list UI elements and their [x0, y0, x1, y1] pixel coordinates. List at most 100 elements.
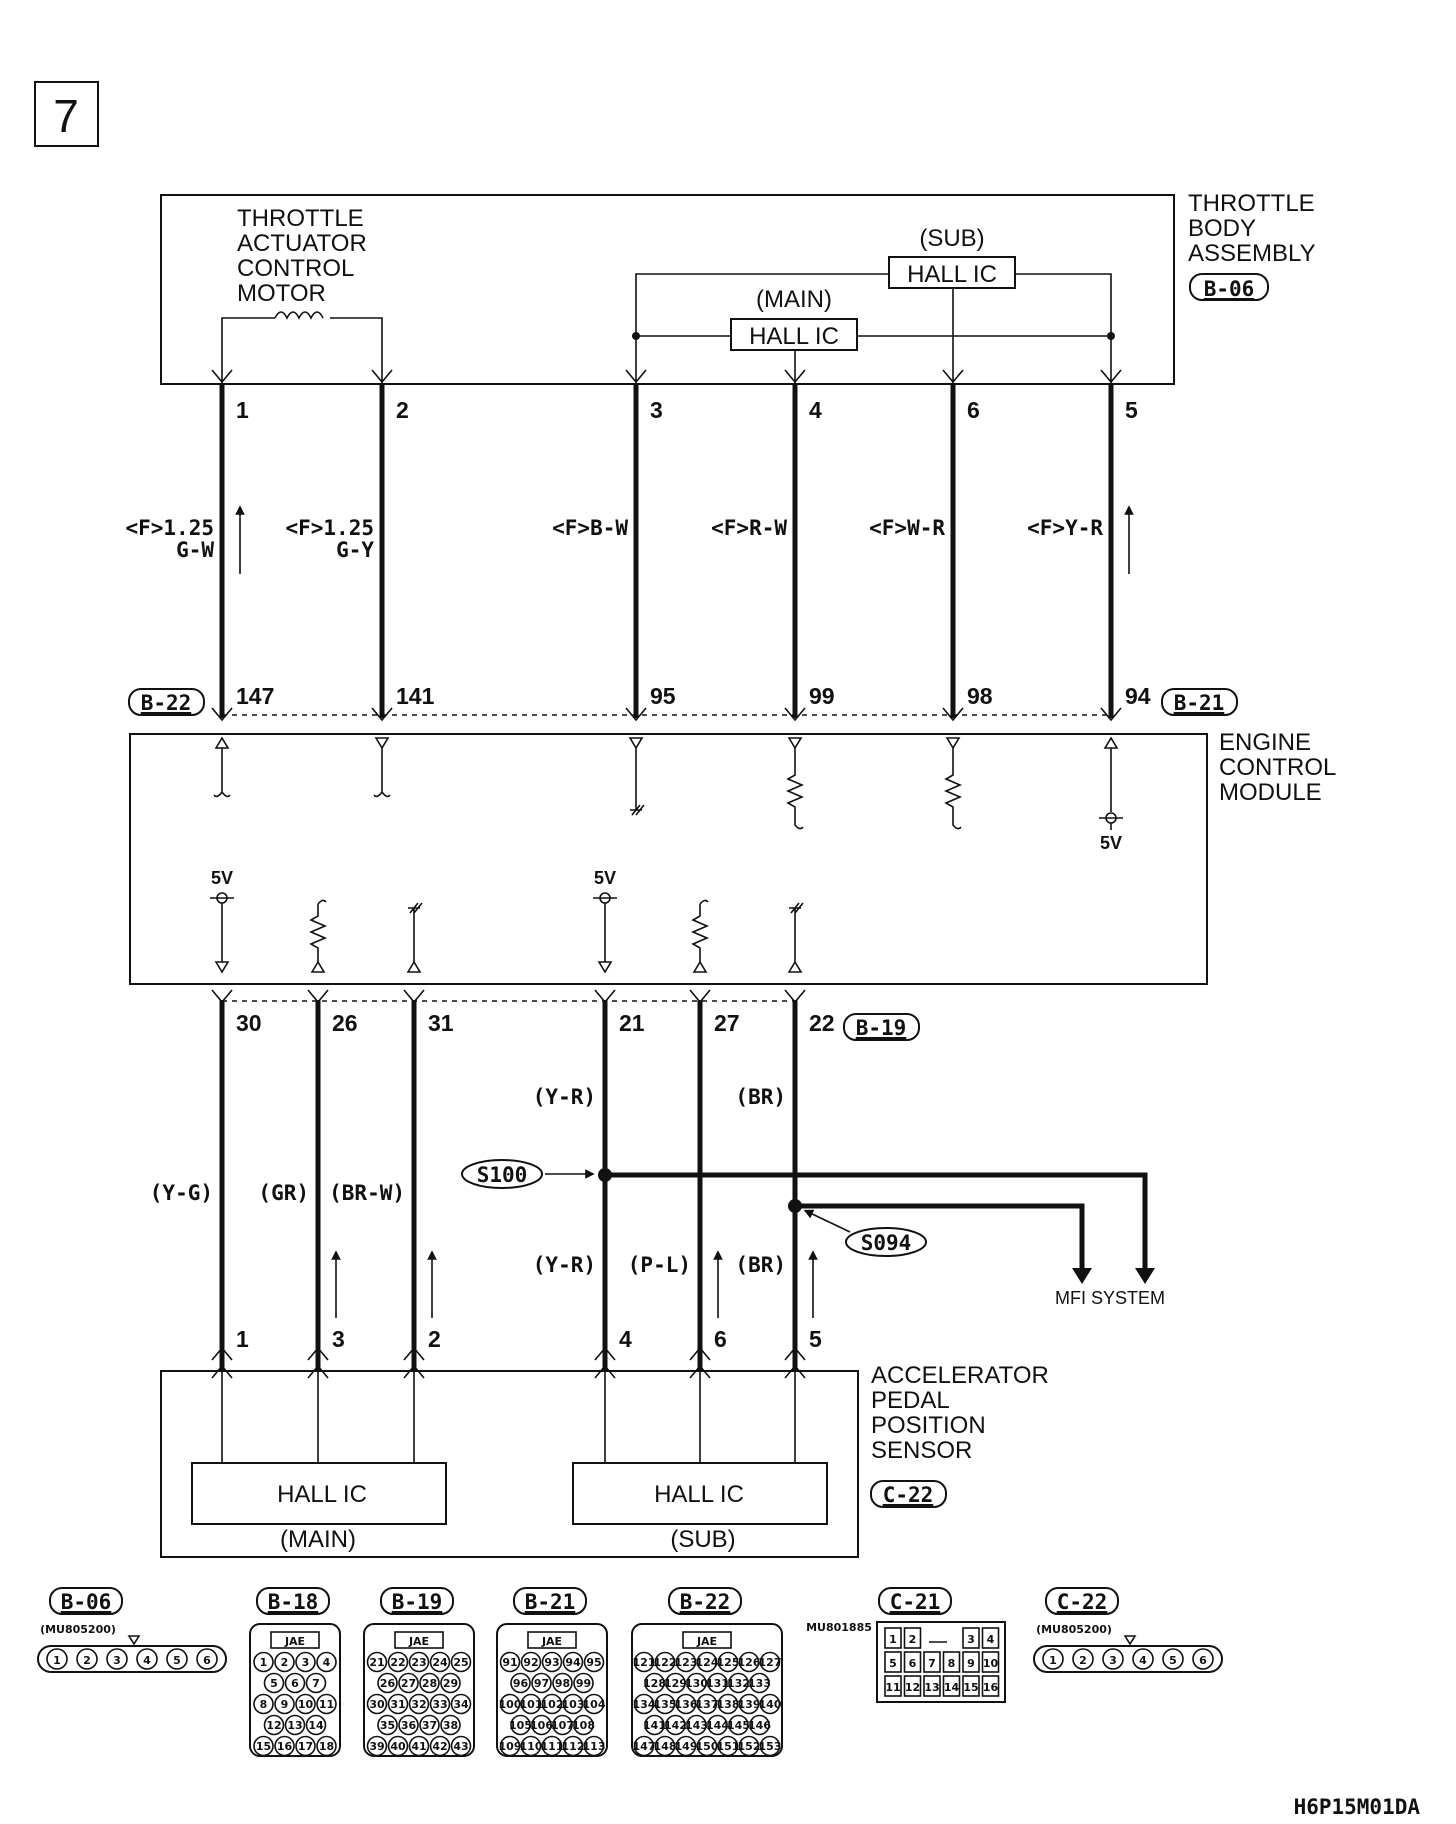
connector-pin	[274, 1735, 295, 1757]
connector-pin	[429, 1735, 451, 1757]
splice-s094-dot	[788, 1199, 802, 1213]
connector-pin	[46, 1648, 68, 1670]
pin-label: 43	[453, 1740, 468, 1753]
pin-label: 11	[319, 1698, 334, 1711]
pin-label: 149	[675, 1740, 698, 1753]
pin-label: 9	[967, 1657, 975, 1670]
pin-label: 2	[1079, 1654, 1087, 1667]
connector-pin	[196, 1648, 218, 1670]
pin-label: 10	[983, 1657, 999, 1670]
motor-coil-icon	[221, 311, 383, 384]
pin-label: 92	[523, 1656, 538, 1669]
wire-label-1a: <F>1.25	[125, 516, 214, 540]
pin-label: 97	[534, 1677, 549, 1690]
splice-s100-dot	[598, 1168, 612, 1182]
pin-label: 152	[738, 1740, 761, 1753]
pin-label: 26	[380, 1677, 396, 1690]
connector-pin	[531, 1672, 552, 1694]
connector-pin	[1132, 1648, 1154, 1670]
tb-pin-2: 2	[396, 397, 409, 423]
connector-pin	[253, 1651, 274, 1673]
pin-label: 16	[277, 1740, 293, 1753]
ecm-pin-98: 98	[967, 683, 993, 709]
connector-pin	[573, 1714, 594, 1736]
pin-label: 127	[759, 1656, 782, 1669]
pin-label: 16	[983, 1681, 999, 1694]
connector-pin	[510, 1714, 531, 1736]
svg-text:ACCELERATOR PEDAL: ACCELERATOR PEDAL POSITION SENSOR	[871, 1362, 1056, 1464]
pin-label: 106	[530, 1719, 553, 1732]
connector-pin	[387, 1735, 409, 1757]
pin-label: 11	[885, 1681, 900, 1694]
connector-name-c22-text: C-22	[1057, 1590, 1108, 1614]
pin-label: 123	[675, 1656, 698, 1669]
pin-label: 91	[502, 1656, 517, 1669]
connector-pin	[429, 1651, 451, 1673]
svg-text:THROTTLE ACTUATOR: THROTTLE ACTUATOR CONTROL MOTOR	[237, 205, 373, 307]
connector-pin	[552, 1714, 573, 1736]
pin-label: 25	[453, 1656, 468, 1669]
apps-label-line4: SENSOR	[871, 1437, 972, 1464]
connector-pin	[665, 1672, 686, 1694]
pin-label: 5	[1169, 1654, 1177, 1667]
connector-pin	[962, 1675, 980, 1697]
tb-pin-6: 6	[967, 397, 980, 423]
pin-label: 33	[432, 1698, 447, 1711]
connector-pin	[903, 1675, 922, 1697]
pin-label: 35	[380, 1719, 395, 1732]
pin-label: 143	[685, 1719, 708, 1732]
pin-label: 147	[633, 1740, 656, 1753]
pin-label: 32	[411, 1698, 426, 1711]
tb-pin-4: 4	[809, 397, 822, 423]
connector-pin	[295, 1735, 316, 1757]
throttle-hall-ic-main: (MAIN) HALL IC	[730, 286, 858, 351]
connector-pin	[295, 1651, 316, 1673]
pin-label: 138	[717, 1698, 740, 1711]
connector-pin	[738, 1693, 760, 1715]
apps-label-line1: ACCELERATOR	[871, 1362, 1049, 1389]
svg-text:S100: S100	[477, 1163, 528, 1187]
connector-pin	[1192, 1648, 1214, 1670]
pin-label: 129	[664, 1677, 687, 1690]
connector-pin	[274, 1693, 295, 1715]
connector-pin	[981, 1651, 1000, 1673]
motor-label-line1: THROTTLE	[237, 205, 364, 232]
apps-pin-2: 2	[428, 1326, 441, 1352]
connector-pin	[166, 1648, 188, 1670]
pin-label: 8	[260, 1698, 268, 1711]
page-number-box: 7	[34, 81, 99, 147]
ecm-top-circuits	[213, 736, 1123, 830]
connector-pin	[263, 1714, 285, 1736]
ecm-pin-147: 147	[236, 683, 274, 709]
motor-label-line4: MOTOR	[237, 280, 326, 307]
engine-control-module: ENGINE CONTROL MODULE 5V 5V 5V	[129, 729, 1336, 985]
pin-label: 1	[260, 1656, 268, 1669]
pin-label: 15	[963, 1681, 978, 1694]
pin-label: 3	[967, 1633, 975, 1646]
ecm-pin-99: 99	[809, 683, 835, 709]
connector-pin	[583, 1735, 605, 1757]
connector-pin	[316, 1651, 337, 1673]
connector-pin	[665, 1714, 686, 1736]
connector-pin	[923, 1675, 941, 1697]
pin-label: 142	[664, 1719, 687, 1732]
connector-pin	[398, 1714, 419, 1736]
connector-pin	[419, 1714, 440, 1736]
pin-label: 17	[298, 1740, 313, 1753]
wire-label-y-g: (Y-G)	[150, 1181, 213, 1205]
connector-pin	[377, 1672, 398, 1694]
pin-label: 107	[551, 1719, 574, 1732]
assembly-label-line3: ASSEMBLY	[1188, 240, 1316, 267]
connector-pin	[562, 1693, 584, 1715]
pin-label: 4	[143, 1654, 151, 1667]
connector-pin	[686, 1714, 707, 1736]
ecm-label-line3: MODULE	[1219, 779, 1322, 806]
pin-label: 140	[759, 1698, 782, 1711]
connector-pin	[717, 1693, 739, 1715]
pin-label: 24	[432, 1656, 448, 1669]
pin-label: 1	[53, 1654, 61, 1667]
pin-label: 112	[562, 1740, 585, 1753]
pin-label: 94	[565, 1656, 581, 1669]
pin-label: 113	[583, 1740, 606, 1753]
pin-label: 108	[572, 1719, 595, 1732]
